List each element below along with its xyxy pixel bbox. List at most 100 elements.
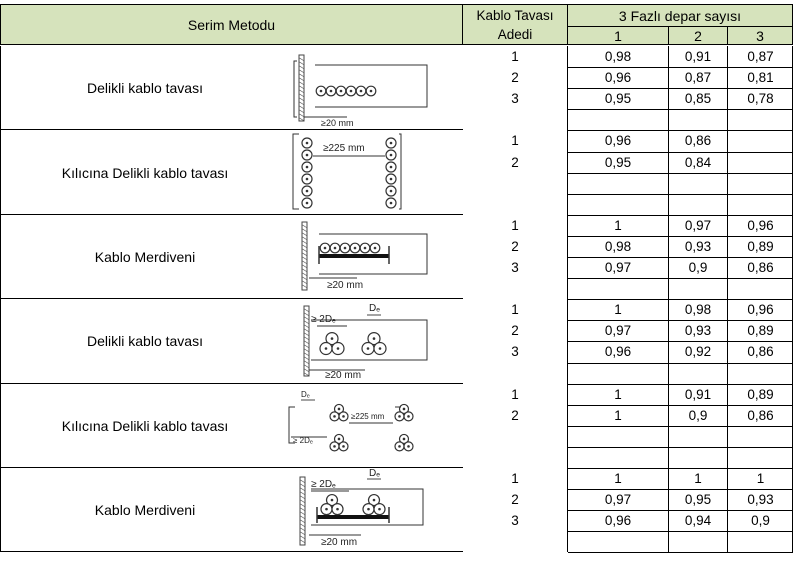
factor-cell: 0,89 [747, 323, 774, 339]
row-divider [568, 320, 793, 321]
factor-cell: 1 [694, 471, 702, 487]
cable-core-icon [378, 507, 381, 511]
cable-core-icon [333, 414, 336, 418]
cable-core-icon [349, 89, 353, 93]
wall-hatch [300, 483, 305, 487]
dimension-label: ≥20 mm [321, 537, 357, 548]
wall-hatch [300, 535, 305, 539]
row-divider [568, 552, 793, 553]
cable-core-icon [324, 347, 328, 350]
dimension-label: ≥20 mm [321, 118, 353, 128]
section-divider [0, 129, 463, 130]
row-divider [568, 299, 793, 300]
cable-core-icon [363, 246, 367, 250]
method-label: Kablo Merdiveni [94, 502, 196, 519]
wall-icon [299, 476, 306, 546]
tray-count-cell: 3 [511, 91, 519, 107]
factor-cell [728, 426, 793, 447]
factor-cell: 0,96 [747, 302, 774, 318]
wall-hatch [300, 491, 305, 495]
wall-hatch [299, 97, 304, 101]
dimension-label: ≥ 2Dₑ [293, 436, 313, 445]
cable-core-icon [342, 444, 345, 448]
cable-core-icon [398, 444, 401, 448]
wall-hatch [304, 308, 309, 312]
factor-cell [728, 173, 793, 194]
vertical-tray-trefoil-icon: Dₑ ≥225 mm ≥ 2Dₑ [288, 390, 414, 452]
factor-cell: 0,96 [604, 344, 632, 360]
factor-cell: 0,95 [684, 492, 712, 508]
wall-hatch [299, 89, 304, 93]
factor-cell: 0,86 [747, 260, 774, 276]
cable-core-icon [337, 407, 341, 410]
tray-count-cell [463, 194, 567, 215]
factor-cell [728, 194, 793, 215]
wall-hatch [300, 531, 305, 535]
factor-cell [669, 426, 727, 447]
tray-count-cell [463, 109, 567, 130]
factor-cell: 0,96 [747, 217, 774, 233]
tray-count-cell: 1 [511, 49, 519, 65]
factor-cell [728, 447, 793, 468]
factor-cell: 0,9 [688, 260, 708, 276]
row-divider [568, 341, 793, 342]
ladder-rung-icon [319, 253, 389, 258]
wall-hatch [299, 61, 304, 65]
section-divider [0, 298, 463, 299]
wall-hatch [299, 85, 304, 89]
wall-hatch [302, 276, 307, 280]
method-label: Kılıcına Delikli kablo tavası [61, 417, 229, 434]
factor-cell: 0,96 [604, 70, 632, 86]
tray-count-cell: 2 [511, 407, 519, 423]
cable-core-icon [372, 337, 376, 341]
cable-core-icon [389, 154, 393, 157]
wall-hatch [299, 113, 304, 117]
wall-hatch [302, 284, 307, 288]
wall-hatch [299, 77, 304, 81]
method-label: Kılıcına Delikli kablo tavası [61, 164, 229, 181]
row-divider [568, 510, 793, 511]
factor-cell: 0,97 [684, 217, 712, 233]
wall-hatch [304, 352, 309, 356]
row-divider [568, 152, 793, 153]
section-divider [0, 467, 463, 468]
wall-hatch [304, 332, 309, 336]
tray-count-cell: 2 [511, 154, 519, 170]
factor-cell: 0,78 [747, 91, 774, 107]
dimension-label: Dₑ [369, 468, 380, 479]
factor-cell [669, 278, 727, 299]
cable-core-icon [367, 507, 370, 511]
row-divider [568, 363, 793, 364]
cable-core-icon [325, 507, 328, 511]
ladder-rung-icon [317, 515, 389, 519]
cable-core-icon [305, 190, 309, 193]
wall-hatch [300, 495, 305, 499]
wall-hatch [299, 93, 304, 97]
tray-count-cell: 3 [511, 260, 519, 276]
cable-core-icon [305, 178, 309, 181]
cable-core-icon [372, 498, 376, 502]
factor-cell: 0,93 [747, 492, 774, 508]
wall-hatch [299, 101, 304, 105]
tray-count-cell [463, 363, 567, 384]
cable-core-icon [319, 89, 323, 93]
dimension-label: ≥225 mm [351, 412, 385, 421]
section-divider [0, 383, 463, 384]
method-label: Delikli kablo tavası [87, 333, 203, 350]
dimension-label: Dₑ [301, 390, 310, 399]
wall-icon [298, 54, 305, 122]
perforated-tray-touching-icon: ≥20 mm [293, 54, 428, 128]
cable-core-icon [402, 437, 406, 440]
factor-cell: 0,98 [684, 302, 712, 318]
factor-cell: 0,91 [684, 386, 712, 402]
header-col-2: 2 [668, 26, 728, 45]
cable-core-icon [336, 347, 340, 350]
tray-side-icon [288, 406, 295, 444]
factor-cell: 0,98 [604, 238, 632, 254]
wall-hatch [299, 69, 304, 73]
table-left-border [0, 46, 1, 553]
cable-core-icon [337, 437, 341, 440]
factor-cell: 0,97 [604, 492, 632, 508]
